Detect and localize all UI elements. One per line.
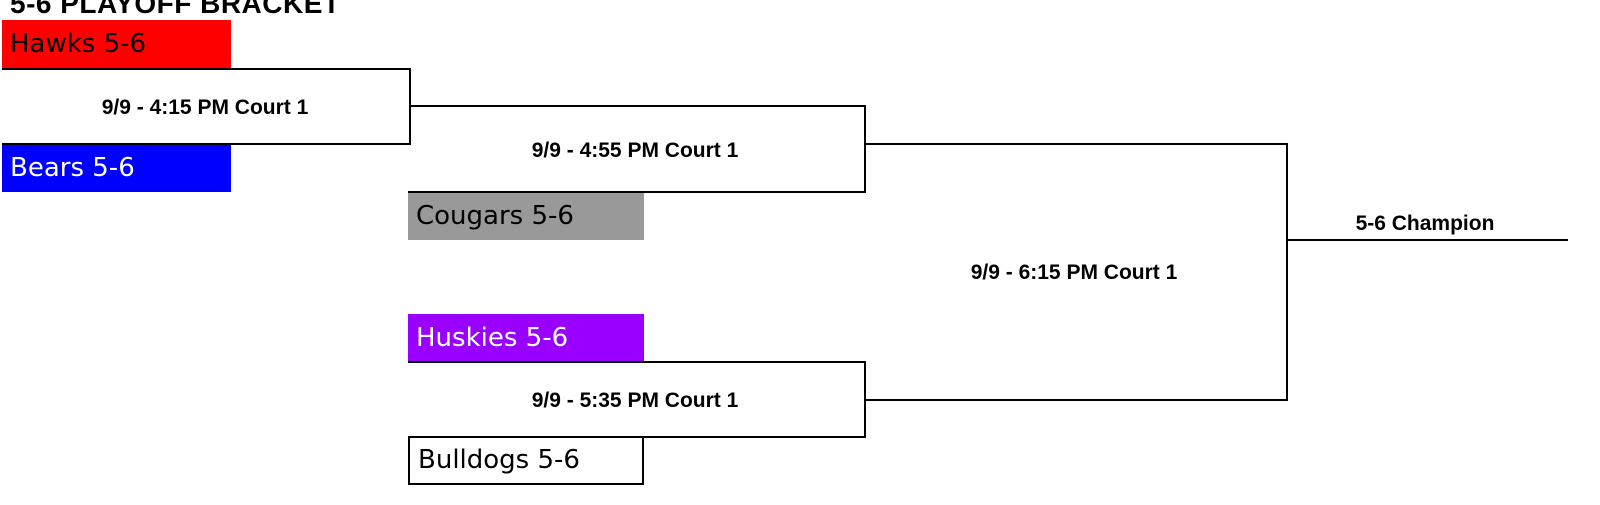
bracket-line xyxy=(864,399,1288,401)
team-bears: Bears 5-6 xyxy=(2,144,231,192)
champion-label: 5-6 Champion xyxy=(1355,212,1495,235)
bracket-line xyxy=(408,191,866,193)
bracket-line xyxy=(408,361,866,363)
team-cougars: Cougars 5-6 xyxy=(408,192,644,240)
bracket-line xyxy=(408,436,866,438)
bracket-line xyxy=(864,105,866,193)
bracket-line xyxy=(2,143,411,145)
champion-line xyxy=(1286,239,1568,241)
game-label-g3: 9/9 - 5:35 PM Court 1 xyxy=(531,389,739,412)
bracket-title: 5-6 PLAYOFF BRACKET xyxy=(10,0,341,19)
bracket-line xyxy=(864,143,1288,145)
team-huskies: Huskies 5-6 xyxy=(408,314,644,362)
team-hawks: Hawks 5-6 xyxy=(2,20,231,68)
team-bulldogs: Bulldogs 5-6 xyxy=(408,437,644,485)
game-label-g1: 9/9 - 4:15 PM Court 1 xyxy=(101,96,309,119)
bracket-line xyxy=(1286,143,1288,401)
game-label-g4: 9/9 - 6:15 PM Court 1 xyxy=(970,261,1178,284)
game-label-g2: 9/9 - 4:55 PM Court 1 xyxy=(531,139,739,162)
bracket-line xyxy=(409,105,866,107)
bracket-line xyxy=(2,68,411,70)
